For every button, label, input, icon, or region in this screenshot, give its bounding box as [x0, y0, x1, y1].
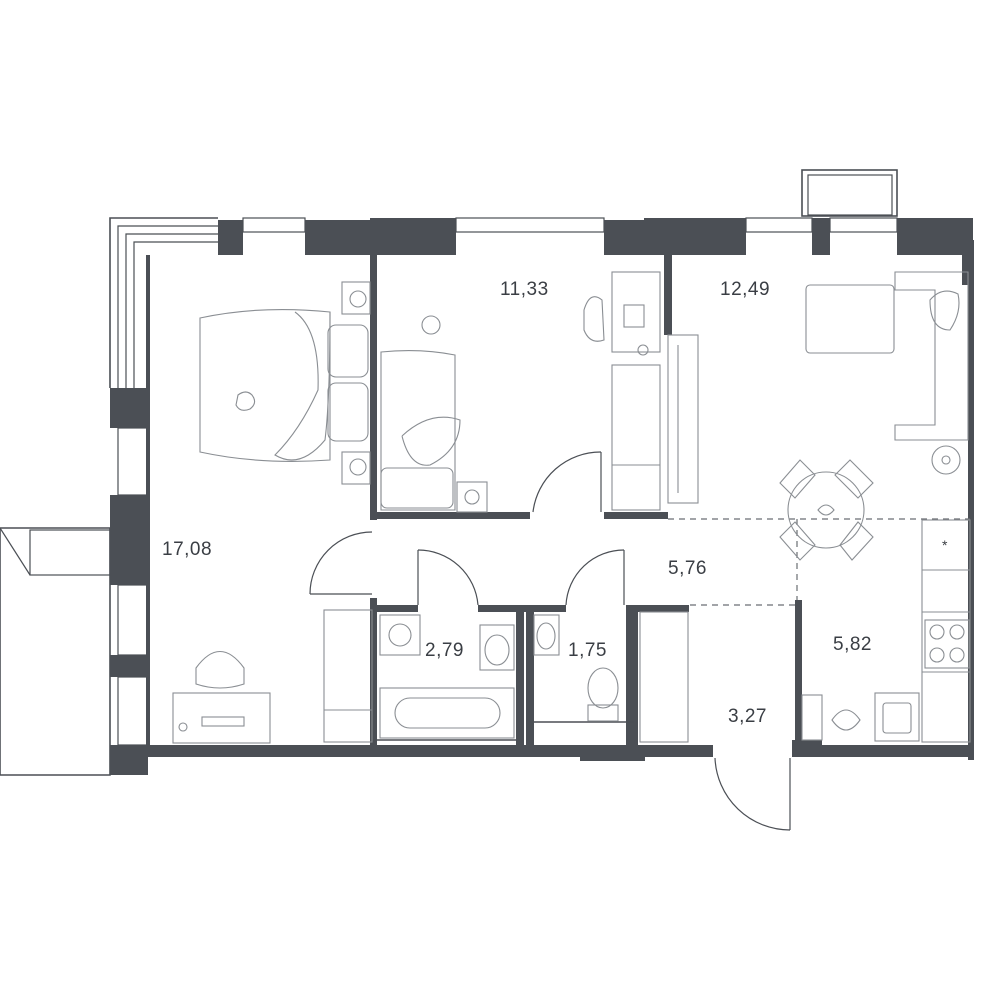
area-living-room: 12,49 [720, 279, 770, 300]
nightstand-bottom-left [341, 451, 371, 485]
wardrobe-bedroom-large [323, 609, 373, 743]
area-kitchen: 5,82 [833, 634, 872, 655]
area-bedroom-small: 11,33 [500, 279, 549, 300]
sink-kitchen [874, 692, 920, 742]
balcony-left-bottom [0, 527, 111, 776]
walls [110, 217, 974, 775]
sofa [805, 271, 969, 441]
sink-bathroom [479, 624, 515, 671]
toilet-bowl [587, 667, 619, 722]
bathtub [379, 687, 515, 739]
single-bed [380, 350, 461, 511]
wardrobe-hall [639, 611, 689, 743]
balcony-left-top [109, 217, 218, 388]
area-bathroom: 2,79 [425, 640, 464, 661]
ball-icon [421, 315, 441, 335]
balcony-top-right [801, 169, 898, 217]
desk-bedroom-large [172, 651, 271, 744]
doors [309, 451, 791, 831]
dining-table [779, 459, 874, 561]
stove [924, 619, 970, 669]
sink-toilet [533, 614, 560, 656]
nightstand-top-left [341, 281, 371, 315]
kitchen-counter: * [921, 519, 971, 743]
desk-small-bedroom [583, 271, 661, 356]
area-toilet: 1,75 [568, 640, 607, 661]
svg-text:*: * [942, 537, 948, 553]
washing-machine [379, 614, 421, 656]
fridge [801, 694, 861, 741]
nightstand-small-bedroom [456, 481, 488, 513]
wardrobe-small-bedroom [611, 364, 661, 511]
wheel-icon [931, 445, 961, 475]
zone-dividers [668, 518, 970, 606]
tv-cabinet [667, 334, 699, 504]
area-bedroom-large: 17,08 [162, 539, 212, 560]
area-corridor: 5,76 [668, 558, 707, 579]
area-hall: 3,27 [728, 706, 767, 727]
double-bed [199, 309, 369, 462]
